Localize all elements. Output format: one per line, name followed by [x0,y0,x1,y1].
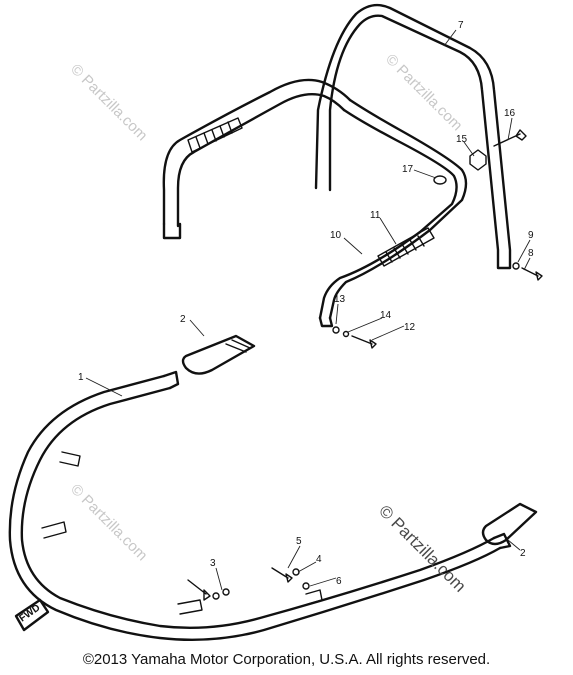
svg-text:© Partzilla.com: © Partzilla.com [382,51,465,134]
svg-text:© Partzilla.com: © Partzilla.com [67,481,150,564]
callout-2-right: 2 [520,548,526,559]
watermark-faint: © Partzilla.com © Partzilla.com © Partzi… [67,51,465,564]
part-2-end-caps [181,334,538,546]
callout-4: 4 [316,554,322,565]
fwd-arrow-icon: FWD [14,598,50,632]
callout-16: 16 [504,108,516,119]
callout-10: 10 [330,230,342,241]
hardware-fasteners [332,129,543,349]
hardware-bottom [187,567,310,601]
callout-3: 3 [210,558,216,569]
callout-11: 11 [370,210,381,221]
callout-12: 12 [404,322,416,333]
callout-1: 1 [78,372,84,383]
callout-17: 17 [402,164,414,175]
part-1-front-bumper [8,370,512,641]
leader-lines [85,29,531,591]
callout-9: 9 [528,230,534,241]
callout-6: 6 [336,576,342,587]
callout-5: 5 [296,536,302,547]
callout-7: 7 [458,20,464,31]
copyright-footer: ©2013 Yamaha Motor Corporation, U.S.A. A… [82,651,491,668]
callout-labels: 1 2 2 3 4 5 6 7 8 9 10 11 12 13 14 15 16… [78,20,534,587]
svg-text:FWD: FWD [17,602,42,624]
svg-text:© Partzilla.com: © Partzilla.com [67,61,150,144]
callout-2-left: 2 [180,314,186,325]
callout-14: 14 [380,310,392,321]
callout-15: 15 [456,134,468,145]
callout-13: 13 [334,294,346,305]
part-7-upper-handle [162,3,512,328]
callout-8: 8 [528,248,534,259]
